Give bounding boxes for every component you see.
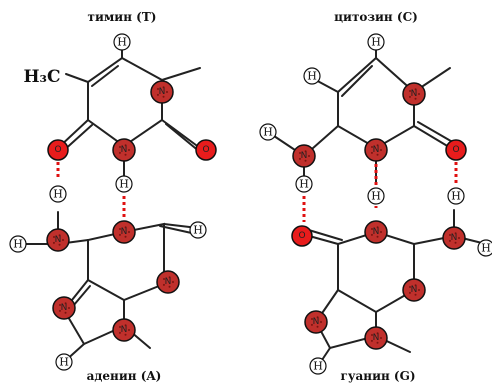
- cytosine-o2-atom: O: [445, 139, 467, 161]
- guanine-h-amino-symbol: H: [451, 190, 461, 203]
- adenine-n1-atom: N: [112, 220, 136, 244]
- guanine-h-amino-atom: H: [447, 187, 465, 205]
- guanine-n7-atom: N: [304, 310, 328, 334]
- guanine-h-n1-atom: H: [367, 187, 385, 205]
- guanine-n9-atom: N: [364, 326, 388, 350]
- guanine-label: гуанин (G): [340, 369, 415, 383]
- adenine-h2-symbol: H: [193, 224, 203, 237]
- cytosine-n3-symbol: N: [373, 145, 380, 155]
- cytosine-o2-symbol: O: [452, 145, 459, 155]
- adenine-h8-symbol: H: [59, 356, 69, 369]
- cytosine-label: цитозин (C): [334, 10, 418, 24]
- guanine-o6-atom: O: [291, 225, 313, 247]
- atoms-layer: H N N O O H H N N H H N N N H H H N H N N O H H H O N N H N N N H: [9, 33, 492, 375]
- thymine-h-n3-atom: H: [115, 175, 133, 193]
- guanine-n3-symbol: N: [411, 285, 418, 295]
- thymine-o2-atom: O: [195, 139, 217, 161]
- adenine-label: аденин (A): [87, 369, 162, 383]
- thymine-h-n3-symbol: H: [119, 178, 129, 191]
- guanine-n1-symbol: N: [373, 227, 380, 237]
- cytosine-h-amino2-atom: H: [295, 175, 313, 193]
- cytosine-h-top-symbol: H: [371, 36, 381, 49]
- thymine-n3-atom: N: [112, 138, 136, 162]
- adenine-n-amino-atom: N: [46, 228, 70, 252]
- guanine-h-amino2-atom: H: [477, 239, 492, 257]
- adenine-h-amino2-atom: H: [9, 235, 27, 253]
- guanine-n1-atom: N: [364, 220, 388, 244]
- cytosine-h-top-atom: H: [367, 33, 385, 51]
- adenine-n7-symbol: N: [61, 303, 68, 313]
- cytosine-h5-atom: H: [303, 67, 321, 85]
- adenine-n3-symbol: N: [165, 277, 172, 287]
- adenine-h8-atom: H: [55, 353, 73, 371]
- thymine-n1-atom: N: [150, 80, 174, 104]
- thymine-o4-atom: O: [47, 139, 69, 161]
- thymine-n3-symbol: N: [121, 145, 128, 155]
- guanine-n-amino-atom: N: [442, 226, 466, 250]
- cytosine-h-amino-symbol: H: [263, 126, 273, 139]
- adenine-h-amino-symbol: H: [53, 188, 63, 201]
- guanine-h8-symbol: H: [313, 360, 323, 373]
- adenine-h2-atom: H: [189, 221, 207, 239]
- adenine-n1-symbol: N: [121, 227, 128, 237]
- adenine-n3-atom: N: [156, 270, 180, 294]
- adenine-n9-symbol: N: [121, 325, 128, 335]
- methyl-group-label: H₃C: [23, 67, 60, 87]
- adenine-h-amino2-symbol: H: [13, 238, 23, 251]
- thymine-o4-symbol: O: [54, 145, 61, 155]
- cytosine-n3-atom: N: [364, 138, 388, 162]
- guanine-o6-symbol: O: [298, 231, 305, 241]
- cytosine-n-amino-atom: N: [292, 144, 316, 168]
- cytosine-n1-symbol: N: [411, 89, 418, 99]
- guanine-h8-atom: H: [309, 357, 327, 375]
- thymine-n1-symbol: N: [159, 87, 166, 97]
- adenine-n7-atom: N: [52, 296, 76, 320]
- cytosine-h5-symbol: H: [307, 70, 317, 83]
- guanine-n-amino-symbol: N: [451, 233, 458, 243]
- thymine-h-top-symbol: H: [117, 36, 127, 49]
- cytosine-h-amino2-symbol: H: [299, 178, 309, 191]
- guanine-n9-symbol: N: [373, 333, 380, 343]
- guanine-n3-atom: N: [402, 278, 426, 302]
- cytosine-n1-atom: N: [402, 82, 426, 106]
- cytosine-h-amino-atom: H: [259, 123, 277, 141]
- thymine-label: тимин (T): [88, 10, 157, 24]
- thymine-h-top-atom: H: [113, 33, 131, 51]
- guanine-n7-symbol: N: [313, 317, 320, 327]
- thymine-o2-symbol: O: [202, 145, 209, 155]
- guanine-h-amino2-symbol: H: [481, 242, 491, 255]
- cytosine-n-amino-symbol: N: [301, 151, 308, 161]
- adenine-h-amino-atom: H: [49, 185, 67, 203]
- adenine-n9-atom: N: [112, 318, 136, 342]
- adenine-n-amino-symbol: N: [55, 235, 62, 245]
- guanine-h-n1-symbol: H: [371, 190, 381, 203]
